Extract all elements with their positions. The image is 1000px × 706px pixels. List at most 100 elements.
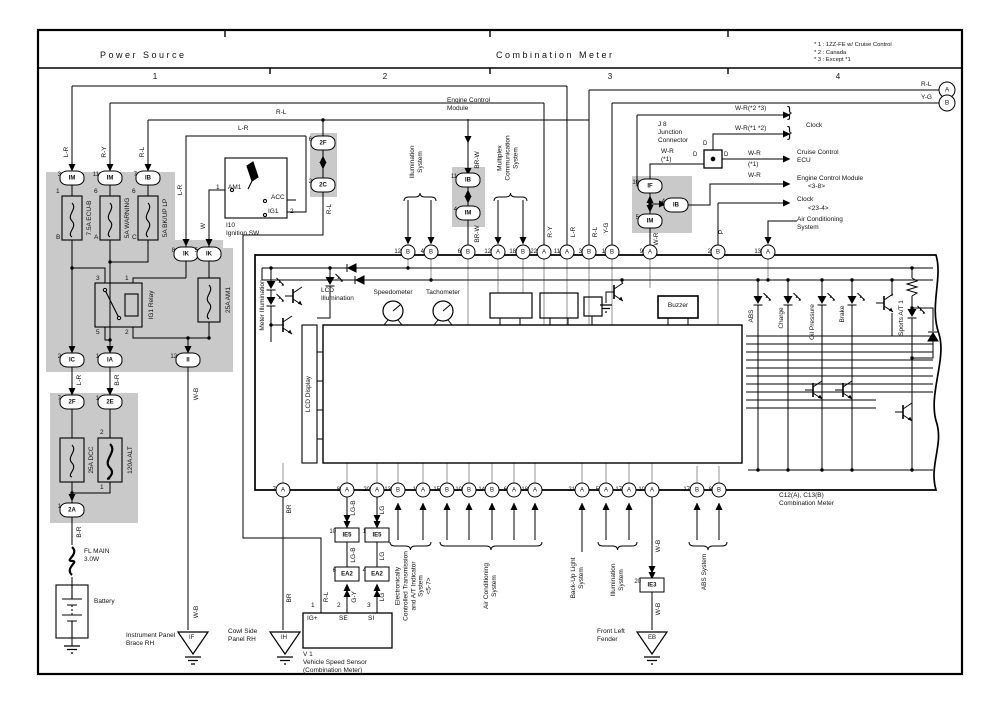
diagram-label: 7.5A ECU-B: [86, 200, 94, 236]
diagram-label: W: [200, 222, 208, 230]
diagram-label: ACC: [271, 194, 285, 201]
connector-oval: IM: [59, 170, 85, 186]
terminal-pin-number: 4: [420, 249, 424, 255]
led-icon: [817, 296, 827, 304]
connector-pin-number: 7: [133, 172, 137, 178]
junction-dot: [910, 266, 914, 270]
diagram-label: L-R: [76, 374, 84, 386]
diagram-label: Air Conditioning System: [797, 216, 843, 231]
diagram-label: W-R(*1 *2): [735, 125, 767, 132]
diagram-label: IH: [281, 635, 287, 641]
connector-oval: 2F: [310, 135, 336, 151]
brace: [389, 541, 432, 551]
meter-pin-bottom: B: [390, 482, 406, 498]
meter-pin-top: A: [642, 244, 658, 260]
arrowhead-up: [443, 502, 451, 510]
terminal-pin-number: 1: [601, 249, 605, 255]
arrowhead-down: [648, 566, 656, 574]
arrowhead-down: [106, 346, 114, 354]
led-icon: [783, 296, 793, 304]
diagram-label: P: [718, 229, 726, 235]
diagram-label: W-R: [748, 172, 761, 179]
junction-dot: [786, 468, 790, 472]
led-glow-arrow: [281, 299, 284, 302]
diagram-label: Air Conditioning System: [483, 563, 498, 609]
arrowhead-down: [343, 521, 351, 529]
led-glow-arrow: [278, 280, 281, 283]
arrowhead-down: [519, 237, 527, 245]
connector-pin-number: 11: [450, 174, 457, 180]
diagram-label: 1: [125, 275, 129, 282]
diagram-label: V 1 Vehicle Speed Sensor (Combination Me…: [303, 651, 367, 674]
interior-gray-wires: [282, 259, 769, 483]
connector-pin-number: 1: [362, 529, 366, 535]
diagram-label: R-L: [323, 591, 331, 603]
diagram-label: Y-G: [921, 94, 932, 101]
junction-dot: [321, 118, 325, 122]
led-glow-arrow: [829, 295, 832, 298]
diagram-label: C12(A), C13(B) Combination Meter: [779, 492, 834, 507]
meter-pin-top: A: [760, 244, 776, 260]
meter-pin-bottom: A: [415, 482, 431, 498]
brace: [439, 541, 543, 551]
led-glow-arrow: [795, 295, 798, 298]
arrowhead-down: [106, 164, 114, 172]
led-glow-arrow: [337, 276, 340, 279]
diagram-label: 5: [96, 329, 100, 336]
connector-oval: 2E: [97, 394, 123, 410]
diagram-label: 5A BK/UP LP: [162, 198, 170, 238]
diagram-label: Clock: [806, 122, 823, 129]
diagram-label: }: [787, 104, 793, 121]
section-title-power-source: Power Source: [100, 50, 187, 60]
diagram-label: LCD Display: [305, 375, 313, 413]
connector-oval: IB: [663, 197, 689, 213]
meter-pin-top: A: [536, 244, 552, 260]
connector-pin-number: 5: [194, 248, 198, 254]
terminal-pin-number: 13: [384, 487, 391, 493]
diagram-label: Instrument Panel Brace RH: [126, 632, 176, 647]
diagram-label: D: [693, 152, 698, 158]
terminal-pin-number: 2: [707, 249, 711, 255]
arrowhead-down: [144, 164, 152, 172]
diagram-label: 2: [290, 208, 294, 215]
diagram-label: W-B: [193, 387, 201, 401]
diagram-label: Clock: [797, 196, 814, 203]
diagram-label: ABS System: [701, 553, 709, 591]
diagram-label: R-L: [139, 146, 147, 158]
diagram-label: 3: [367, 602, 371, 609]
diagram-label: IG1: [268, 208, 279, 215]
connector-pin-number: 4: [661, 199, 665, 205]
terminal-pin-number: 3: [578, 249, 582, 255]
junction-dot: [910, 306, 914, 310]
diagram-label: L-R: [238, 125, 249, 132]
diagram-label: L-R: [177, 184, 185, 196]
page-ref-circle: B: [938, 94, 956, 112]
meter-pin-bottom: A: [275, 482, 291, 498]
connector-pin-number: 6: [308, 137, 312, 143]
diagram-label: LG: [379, 551, 387, 561]
terminal-pin-number: 17: [683, 487, 690, 493]
diagram-label: 25A AM1: [225, 286, 233, 314]
terminal-pin-number: 7: [272, 487, 276, 493]
connector-oval: IF: [637, 178, 663, 194]
connector-pin-number: 1: [57, 504, 61, 510]
led-glow-arrow: [768, 298, 771, 301]
diagram-label: EB: [648, 635, 657, 641]
connector-oval: IM: [637, 213, 663, 229]
diagram-label: Multiplex Communication System: [496, 135, 519, 181]
arrowhead-down: [646, 205, 654, 213]
brace: [597, 541, 638, 551]
arrowhead-down: [464, 168, 472, 176]
arrowhead-up: [373, 589, 381, 597]
meter-pin-top: B: [581, 244, 597, 260]
diagram-label: Front Left Fender: [597, 628, 625, 643]
led-glow-arrow: [862, 298, 865, 301]
arrowhead-down: [319, 162, 327, 170]
diagram-label: ABS: [748, 309, 756, 323]
diagram-label: Y-G: [603, 222, 611, 234]
diagram-label: Engine Control Module: [797, 175, 864, 182]
footnote: * 1 : 1ZZ-FE w/ Cruise Control: [814, 42, 892, 48]
meter-pin-bottom: A: [621, 482, 637, 498]
diagram-label: Illumination System: [409, 145, 424, 179]
diagram-label: W-R: [653, 232, 661, 246]
